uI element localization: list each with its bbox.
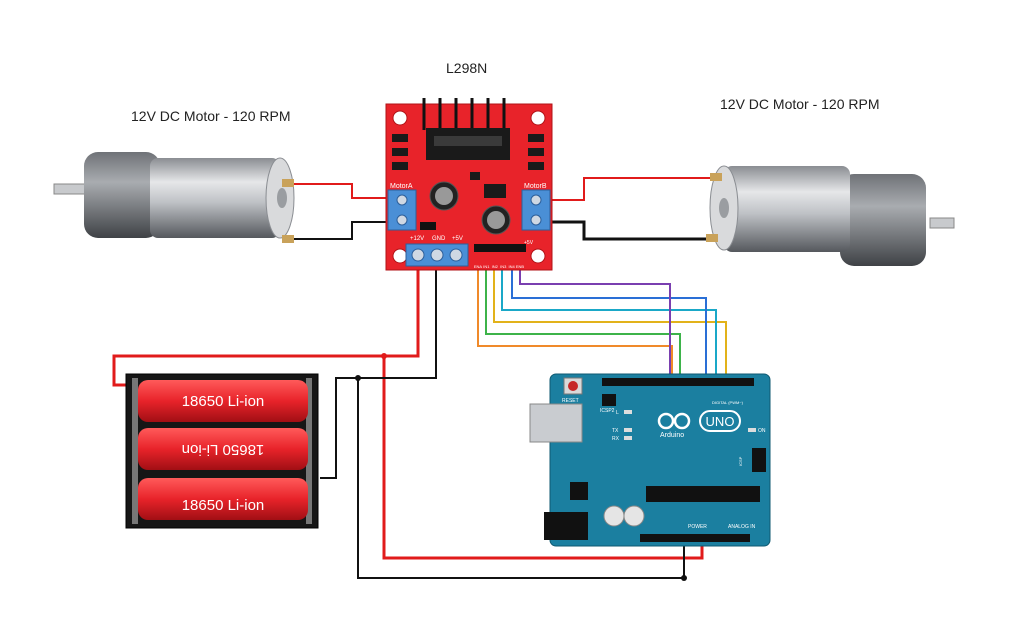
driver-label-header-5v: +5V: [524, 240, 534, 246]
wire-in1: [485, 262, 681, 380]
wire-junction-red: [381, 353, 387, 359]
battery-cell: 18650 Li-ion: [138, 478, 308, 520]
driver-control-pin-ena: ENA: [474, 264, 483, 269]
battery-pack: 18650 Li-ion 18650 Li-ion 18650 Li-ion: [125, 373, 319, 529]
wire-junction-black: [355, 375, 361, 381]
wires: [112, 177, 727, 581]
arduino-label-power: POWER: [688, 524, 707, 530]
arduino-brand: Arduino: [660, 432, 684, 439]
arduino-logo-icon: [657, 410, 741, 432]
arduino-label-reset: RESET: [562, 398, 579, 404]
wire-ena: [477, 262, 673, 380]
driver-control-pin-in3: IN3: [500, 264, 507, 269]
arduino-uno-board: UNO Arduino RESET ICSP2 DIGITAL (PWM~) P…: [529, 373, 771, 547]
arduino-label-icsp2: ICSP2: [600, 408, 615, 414]
wire-ground-black: [320, 262, 437, 479]
wire-ground-black-to-arduino: [357, 378, 685, 579]
driver-control-pin-in4: IN4: [508, 264, 515, 269]
driver-title: L298N: [446, 60, 488, 76]
driver-label-12v: +12V: [410, 236, 424, 242]
arduino-label-on: ON: [758, 428, 766, 434]
arduino-label-analog: ANALOG IN: [728, 524, 756, 530]
driver-label-motorb: MotorB: [524, 183, 547, 190]
wire-right-motor-black: [552, 220, 712, 241]
heatsink: [422, 98, 510, 160]
motor-left-label: 12V DC Motor - 120 RPM: [131, 108, 291, 124]
wire-power-red-to-arduino: [382, 356, 704, 560]
wire-in4: [511, 262, 707, 380]
driver-label-motora: MotorA: [390, 183, 413, 190]
usb-port: [529, 403, 583, 443]
driver-label-gnd: GND: [432, 236, 446, 242]
wire-junction-black-2: [681, 575, 687, 581]
motor-right-label: 12V DC Motor - 120 RPM: [720, 96, 880, 112]
battery-cell: 18650 Li-ion: [138, 428, 308, 470]
battery-cell-label: 18650 Li-ion: [182, 441, 265, 458]
arduino-label-l: L: [616, 410, 619, 416]
arduino-label-icsp: ICSP: [738, 456, 743, 466]
dc-motor-left: [53, 152, 295, 243]
arduino-label-digital: DIGITAL (PWM~): [712, 400, 744, 405]
wire-in2: [493, 262, 727, 380]
dc-jack: [544, 512, 588, 540]
battery-cell: 18650 Li-ion: [138, 380, 308, 422]
driver-label-5v: +5V: [452, 236, 463, 242]
arduino-label-tx: TX: [612, 428, 619, 434]
wire-in3: [501, 262, 717, 380]
arduino-model: UNO: [706, 414, 735, 429]
driver-control-pin-in1: IN1: [483, 264, 490, 269]
wire-right-motor-red: [552, 177, 720, 201]
driver-control-pin-enb: ENB: [516, 264, 525, 269]
battery-cell-label: 18650 Li-ion: [182, 393, 265, 410]
wire-left-motor-black: [292, 221, 388, 240]
wire-enb: [519, 262, 671, 380]
wire-power-red: [112, 262, 420, 387]
wire-left-motor-red: [292, 183, 388, 199]
driver-control-pin-in2: IN2: [492, 264, 499, 269]
dc-motor-right: [706, 165, 955, 266]
arduino-label-rx: RX: [612, 436, 620, 442]
battery-cell-label: 18650 Li-ion: [182, 497, 265, 514]
